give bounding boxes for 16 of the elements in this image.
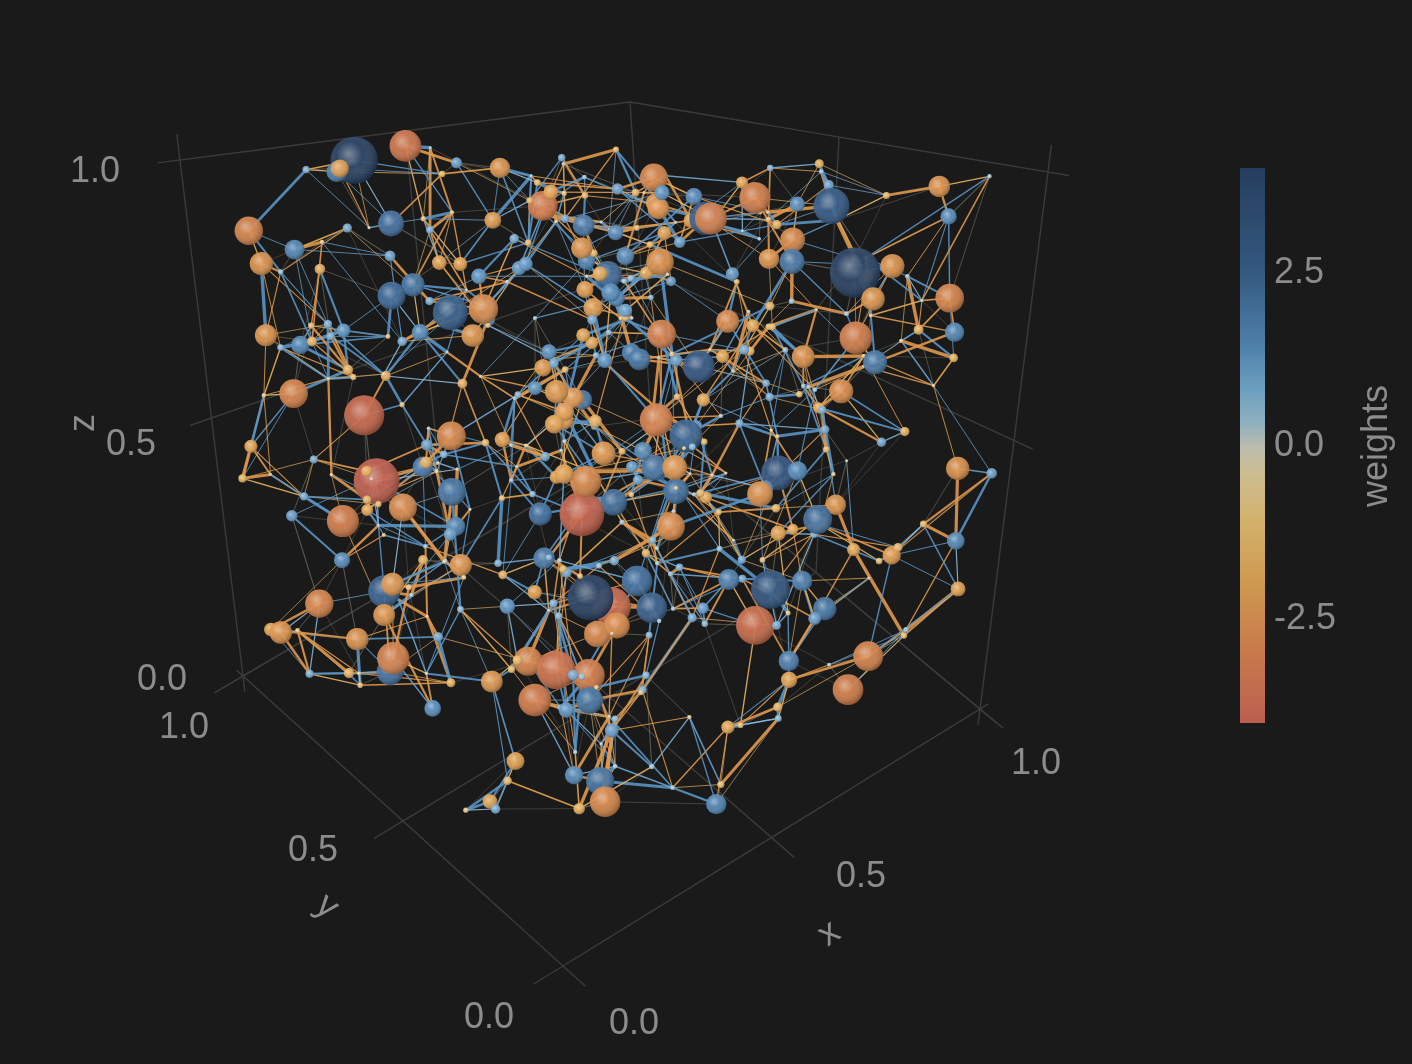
axis-tick-label: 1.0 xyxy=(159,708,209,744)
axis-tick-label: 0.0 xyxy=(464,998,514,1034)
axis-tick-label: 0.5 xyxy=(836,857,886,893)
axis-title: z xyxy=(64,414,100,432)
colorbar-tick-label: 0.0 xyxy=(1274,426,1325,462)
axis-tick-label: 0.0 xyxy=(609,1004,659,1040)
axis-tick-label: 1.0 xyxy=(1011,744,1061,780)
colorbar-tick-label: 2.5 xyxy=(1274,253,1325,289)
axis-tick-label: 1.0 xyxy=(70,152,120,188)
axis-title: x xyxy=(810,912,846,952)
axis-tick-label: 0.5 xyxy=(288,831,338,867)
colorbar-tick-label: -2.5 xyxy=(1274,599,1337,635)
colorbar-title: weights xyxy=(1357,384,1393,508)
axis-title: y xyxy=(309,885,347,925)
axis-tick-label: 0.0 xyxy=(137,660,187,696)
axis-tick-label: 0.5 xyxy=(106,425,156,461)
